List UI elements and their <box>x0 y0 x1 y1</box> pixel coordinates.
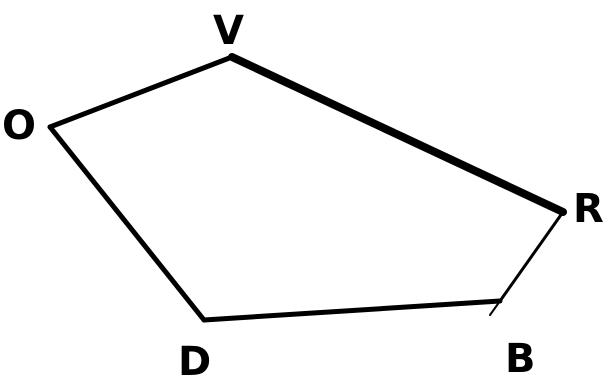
labels-group: V O D B R <box>2 8 604 383</box>
vertex-label-v: V <box>213 8 244 54</box>
vertex-label-d: D <box>178 339 211 383</box>
edge-tick-b <box>489 300 501 316</box>
vertex-label-r: R <box>573 186 604 232</box>
edge-r-b <box>498 210 565 303</box>
edge-v-r <box>228 53 567 216</box>
edge-d-o <box>47 124 207 323</box>
vertex-label-o: O <box>2 103 36 149</box>
vertex-label-b: B <box>505 336 536 382</box>
edge-b-d <box>201 298 503 323</box>
edges-group <box>47 53 567 323</box>
edge-o-v <box>47 54 235 130</box>
